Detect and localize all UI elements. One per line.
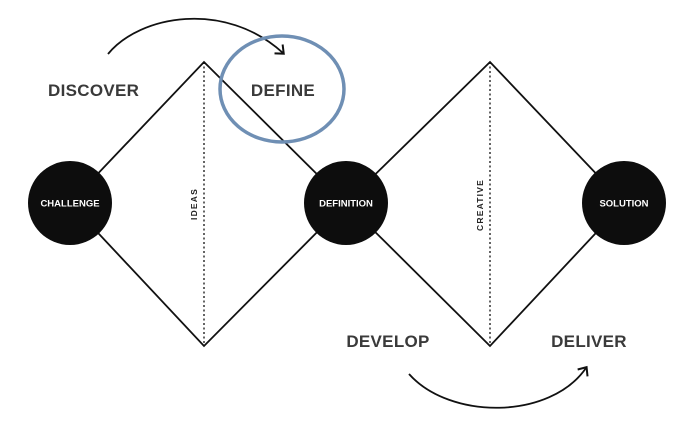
phase-discover: DISCOVER [48, 81, 139, 100]
bottom-curved-arrow [408, 365, 589, 409]
axis-ideas-label: IDEAS [189, 188, 199, 220]
challenge-node [28, 161, 112, 245]
phase-develop: DEVELOP [346, 332, 429, 351]
solution-node [582, 161, 666, 245]
solution-label: SOLUTION [599, 199, 648, 210]
top-curved-arrow [107, 17, 285, 55]
phase-deliver: DELIVER [551, 332, 627, 351]
phase-define: DEFINE [251, 81, 315, 100]
definition-label: DEFINITION [319, 199, 373, 210]
axis-creative-label: CREATIVE [475, 179, 485, 231]
define-highlight-ring [218, 34, 346, 144]
definition-node [304, 161, 388, 245]
challenge-label: CHALLENGE [40, 199, 99, 210]
